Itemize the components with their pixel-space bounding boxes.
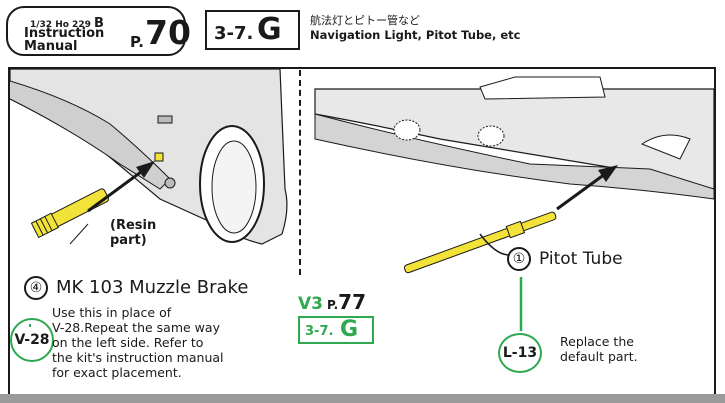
v3-page-prefix: P. [327, 298, 339, 312]
bottom-rule [0, 394, 725, 403]
step-muzzle-brake: ④ MK 103 Muzzle Brake [24, 276, 248, 300]
step-number-4: ④ [24, 276, 48, 300]
pitot-tube-note: Replace the default part. [560, 334, 638, 364]
step-title-pitot-tube: Pitot Tube [539, 249, 623, 269]
v3-version: V3 [298, 294, 323, 314]
step-number-1: ① [507, 247, 531, 271]
note-line: default part. [560, 349, 638, 364]
muzzle-brake-note: Use this in place of V-28.Repeat the sam… [52, 305, 224, 380]
resin-note: (Resin part) [110, 218, 156, 248]
v3-page-number: 77 [338, 290, 366, 314]
section-box: 3-7. G [205, 10, 300, 50]
title-japanese: 航法灯とピトー管など [310, 14, 420, 27]
note-line: on the left side. Refer to [52, 335, 204, 350]
manual-title-line2: Manual [24, 39, 78, 54]
manual-reference-box: 1/32 Ho 229 B Instruction Manual P. 70 [6, 6, 191, 56]
note-line: Use this in place of [52, 305, 172, 320]
kit-scale-text: 1/32 Ho 229 [30, 20, 91, 30]
title-english: Navigation Light, Pitot Tube, etc [310, 28, 521, 42]
right-wing-illustration [314, 76, 714, 331]
note-line: the kit's instruction manual [52, 350, 224, 365]
panel-divider [299, 70, 301, 275]
left-wing-illustration [10, 69, 288, 245]
v3-section-letter: G [340, 317, 359, 342]
resin-note-line1: (Resin [110, 218, 157, 233]
page-prefix: P. [130, 33, 144, 51]
v3-reference: V3 P.77 [298, 290, 366, 314]
v3-section-box: 3-7. G [298, 316, 374, 344]
section-letter: G [257, 12, 282, 47]
kit-scale: 1/32 Ho 229 B [30, 16, 104, 31]
manual-title: Instruction Manual [24, 27, 104, 53]
v3-section-number: 3-7. [305, 324, 334, 339]
note-line: for exact placement. [52, 365, 182, 380]
illustration-frame [8, 67, 716, 398]
note-line: V-28.Repeat the same way [52, 320, 220, 335]
note-line: Replace the [560, 334, 634, 349]
manual-title-line1: Instruction [24, 26, 105, 41]
assembly-illustration [10, 69, 714, 331]
step-title-muzzle-brake: MK 103 Muzzle Brake [56, 277, 249, 298]
part-badge-v28: V-28 [10, 318, 54, 362]
section-number: 3-7. [214, 23, 254, 44]
resin-note-line2: part) [110, 233, 147, 248]
part-badge-l13: L-13 [498, 333, 542, 373]
page-number: 70 [145, 13, 191, 52]
kit-scale-suffix: B [93, 16, 104, 31]
step-pitot-tube: ① Pitot Tube [507, 247, 623, 271]
